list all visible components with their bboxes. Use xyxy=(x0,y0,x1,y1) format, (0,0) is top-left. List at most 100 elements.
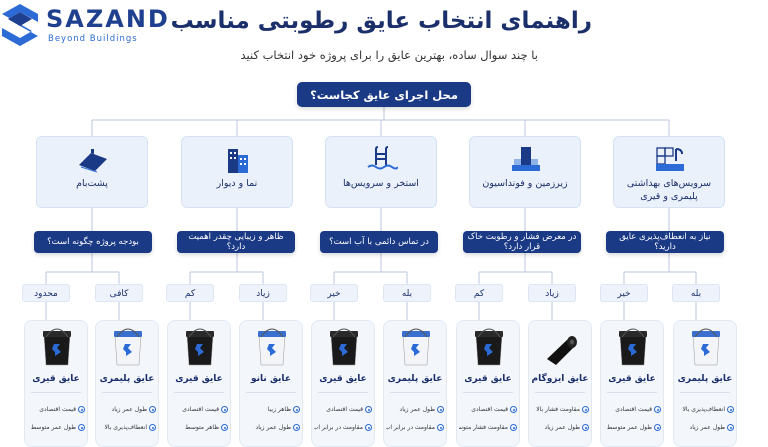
check-icon xyxy=(437,424,444,431)
answer-option: کم xyxy=(455,284,503,302)
product-feature: قیمت اقتصادی xyxy=(603,406,661,413)
product-feature: قیمت اقتصادی xyxy=(314,406,372,413)
product-card: عایق ایزوگام مقاومت فشار بالا طول عمر زیاد xyxy=(528,320,592,447)
logo-tagline: Beyond Buildings xyxy=(48,34,138,44)
logo-name: SAZAND xyxy=(46,5,170,33)
check-icon xyxy=(582,406,589,413)
check-icon xyxy=(78,406,85,413)
bucket-icon xyxy=(255,327,289,367)
divider xyxy=(102,392,152,393)
category-question: نیاز به انعطاف‌پذیری عایق دارید؟ xyxy=(606,231,724,253)
product-feature-text: قیمت اقتصادی xyxy=(326,406,363,413)
product-name: عایق قیری xyxy=(32,374,80,384)
category-card: استخر و سرویس‌ها xyxy=(325,136,437,208)
answer-option: خیر xyxy=(310,284,358,302)
product-feature-text: قیمت اقتصادی xyxy=(471,406,508,413)
check-icon xyxy=(149,424,156,431)
building-icon xyxy=(222,145,254,173)
product-feature: قیمت اقتصادی xyxy=(170,406,228,413)
product-feature-text: قیمت اقتصادی xyxy=(182,406,219,413)
divider xyxy=(390,392,440,393)
product-feature: ظاهر زیبا xyxy=(242,406,300,413)
category-label: زیرزمین و فونداسیون xyxy=(482,178,568,189)
product-feature-text: طول عمر زیاد xyxy=(111,406,147,413)
product-feature: طول عمر زیاد xyxy=(98,406,156,413)
product-card: عایق پلیمری طول عمر زیاد انعطاف‌پذیری بالا xyxy=(95,320,159,447)
answer-option: کافی xyxy=(95,284,143,302)
product-card: عایق قیری قیمت اقتصادی مقاومت فشار متوسط xyxy=(456,320,520,447)
bucket-icon xyxy=(327,327,361,367)
product-feature: طول عمر زیاد xyxy=(386,406,444,413)
product-feature-text: مقاومت فشار بالا xyxy=(536,406,580,413)
answer-option: زیاد xyxy=(239,284,287,302)
check-icon xyxy=(365,424,372,431)
membrane-roll-icon xyxy=(544,327,578,367)
bucket-icon xyxy=(111,327,145,367)
product-feature: طول عمر متوسط xyxy=(603,424,661,431)
pool-icon xyxy=(366,145,399,173)
check-icon xyxy=(365,406,372,413)
check-icon xyxy=(293,406,300,413)
divider xyxy=(463,392,513,393)
answer-option: خیر xyxy=(600,284,648,302)
product-feature: مقاومت در برابر آب xyxy=(386,424,444,431)
check-icon xyxy=(727,406,734,413)
divider xyxy=(680,392,730,393)
product-name: عایق قیری xyxy=(608,374,656,384)
product-feature-text: قیمت اقتصادی xyxy=(615,406,652,413)
product-feature-text: مقاومت در برابر آب xyxy=(386,424,435,431)
product-feature: طول عمر زیاد xyxy=(676,424,734,431)
product-feature: طول عمر زیاد xyxy=(531,424,589,431)
check-icon xyxy=(510,406,517,413)
product-name: عایق قیری xyxy=(319,374,367,384)
product-card: عایق پلیمری طول عمر زیاد مقاومت در برابر آ… xyxy=(383,320,447,447)
bucket-icon xyxy=(689,327,723,367)
bucket-icon xyxy=(40,327,74,367)
product-feature: انعطاف‌پذیری بالا xyxy=(676,406,734,413)
product-feature-text: مقاومت در برابر آب xyxy=(314,424,363,431)
product-name: عایق پلیمری xyxy=(387,374,443,384)
answer-option: محدود xyxy=(22,284,70,302)
answer-option: کم xyxy=(166,284,214,302)
product-feature-text: ظاهر زیبا xyxy=(267,406,291,413)
product-feature-text: طول عمر زیاد xyxy=(255,424,291,431)
check-icon xyxy=(654,406,661,413)
divider xyxy=(31,392,81,393)
category-question: ظاهر و زیبایی چقدر اهمیت دارد؟ xyxy=(177,231,295,253)
product-name: عایق قیری xyxy=(464,374,512,384)
logo: SAZAND Beyond Buildings xyxy=(0,0,168,50)
product-feature-text: طول عمر متوسط xyxy=(30,424,76,431)
product-feature: مقاومت در برابر آب xyxy=(314,424,372,431)
category-question: در تماس دائمی با آب است؟ xyxy=(320,231,438,253)
divider xyxy=(607,392,657,393)
check-icon xyxy=(654,424,661,431)
product-card: عایق قیری قیمت اقتصادی طول عمر متوسط xyxy=(600,320,664,447)
check-icon xyxy=(582,424,589,431)
product-feature: ظاهر متوسط xyxy=(170,424,228,431)
product-feature: طول عمر متوسط xyxy=(27,424,85,431)
product-feature: انعطاف‌پذیری بالا xyxy=(98,424,156,431)
divider xyxy=(246,392,296,393)
product-name: عایق ایزوگام xyxy=(531,374,589,384)
roof-icon xyxy=(77,145,109,173)
category-card: زیرزمین و فونداسیون xyxy=(469,136,581,208)
product-feature: مقاومت فشار متوسط xyxy=(459,424,517,431)
category-label: نما و دیوار xyxy=(216,178,258,189)
check-icon xyxy=(221,424,228,431)
product-feature-text: ظاهر متوسط xyxy=(185,424,219,431)
product-feature-text: طول عمر متوسط xyxy=(606,424,652,431)
root-question: محل اجرای عایق کجاست؟ xyxy=(297,82,471,107)
product-feature-text: انعطاف‌پذیری بالا xyxy=(104,424,147,431)
bathroom-icon xyxy=(654,145,686,173)
product-name: عایق پلیمری xyxy=(99,374,155,384)
category-card: پشت‌بام xyxy=(36,136,148,208)
bucket-icon xyxy=(183,327,217,367)
check-icon xyxy=(727,424,734,431)
